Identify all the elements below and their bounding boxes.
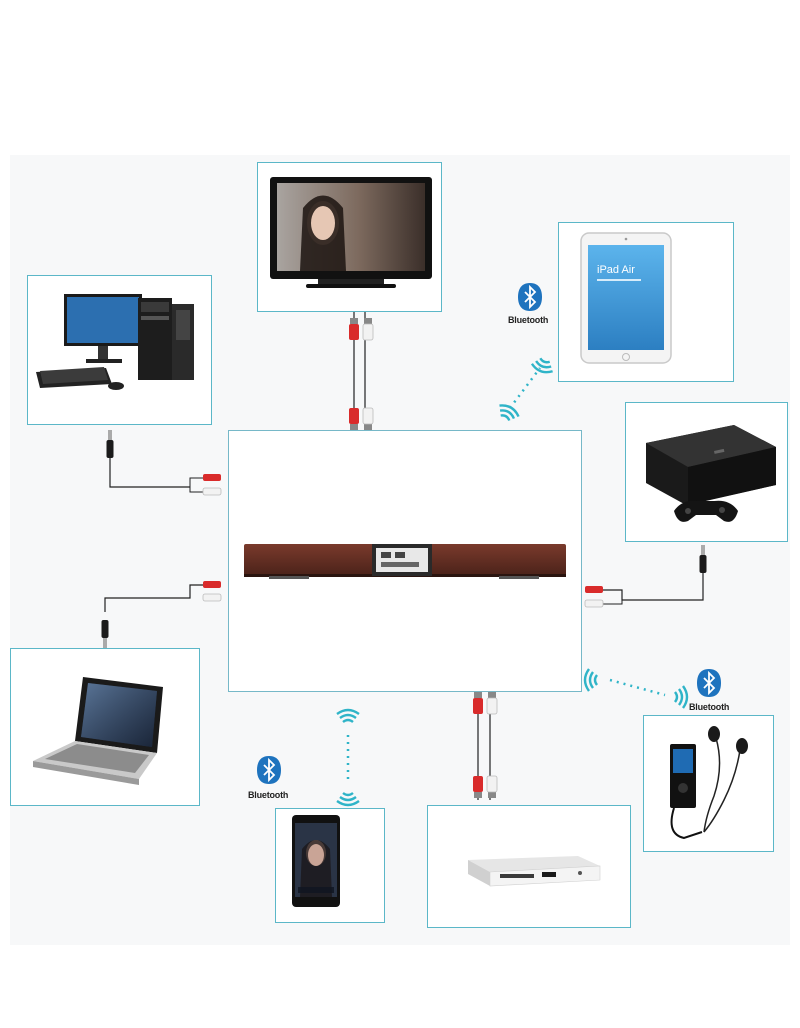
- game-console-icon: [646, 425, 776, 522]
- console-box: [625, 402, 788, 542]
- bluetooth-label: Bluetooth: [248, 790, 289, 800]
- mp3-bluetooth-link: [583, 667, 689, 710]
- bluetooth-icon: [696, 668, 722, 698]
- bluetooth-icon: [517, 282, 543, 312]
- tv-rca-cable: [348, 312, 374, 431]
- desktop-computer-icon: [36, 294, 194, 390]
- soundbar-icon: [244, 544, 566, 579]
- laptop-icon: [33, 677, 163, 785]
- ipad-screen-text: iPad Air: [597, 264, 635, 276]
- tv-icon: [270, 177, 432, 288]
- tablet-icon: iPad Air: [580, 232, 672, 364]
- dvd-rca-cable: [472, 691, 498, 800]
- tv-box: [257, 162, 442, 312]
- phone-bluetooth-link: [335, 708, 361, 807]
- ipad-bluetooth-link: [494, 355, 557, 425]
- bluetooth-label: Bluetooth: [508, 315, 549, 325]
- dvd-player-icon: [468, 856, 601, 887]
- smartphone-box: [275, 808, 385, 923]
- desktop-aux-cable: [106, 430, 222, 496]
- laptop-box: [10, 648, 200, 806]
- desktop-box: [27, 275, 212, 425]
- bluetooth-icon: [256, 755, 282, 785]
- mp3-box: [643, 715, 774, 852]
- laptop-aux-cable: [101, 581, 222, 648]
- bluetooth-label: Bluetooth: [689, 702, 730, 712]
- soundbar-hub-box: [228, 430, 582, 692]
- console-aux-cable: [584, 545, 707, 608]
- dvd-box: [427, 805, 631, 928]
- smartphone-icon: [292, 815, 340, 907]
- ipad-box: iPad Air: [558, 222, 734, 382]
- mp3-player-icon: [670, 726, 748, 840]
